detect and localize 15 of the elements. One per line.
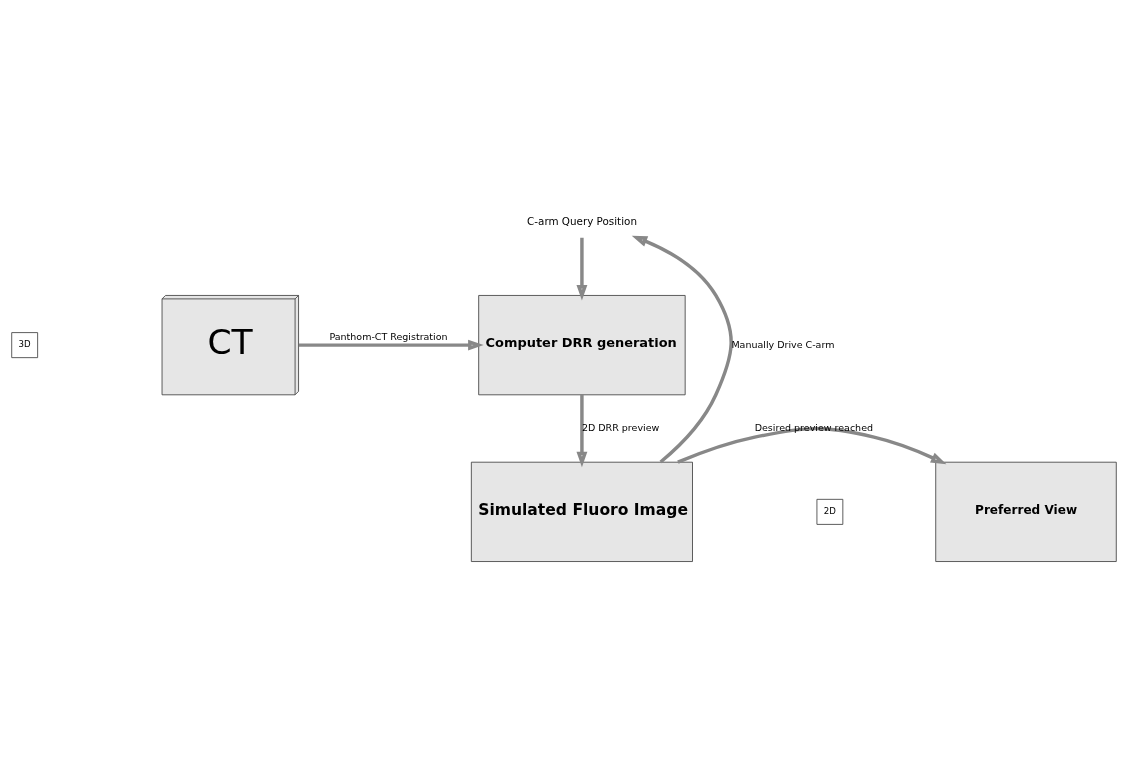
- node-box: Computer DRR generation: [478, 295, 686, 396]
- arrow: [576, 394, 588, 468]
- node-text: C-arm Query Position: [527, 214, 637, 227]
- node-box: Simulated Fluoro Image: [470, 461, 693, 562]
- edge-label: Desired preview reached: [754, 421, 874, 433]
- arrow: [576, 237, 588, 301]
- node-box: Preferred View: [935, 461, 1117, 562]
- node-box: 2D: [816, 498, 844, 525]
- edge-label: Manually Drive C-arm: [731, 338, 835, 350]
- arrow: [631, 235, 733, 464]
- arrow: [298, 339, 484, 351]
- edge-label: Panthom-CT Registration: [329, 330, 448, 342]
- node-box: 3D: [11, 332, 39, 359]
- arrow: [677, 426, 947, 465]
- edge-label: 2D DRR preview: [581, 421, 660, 433]
